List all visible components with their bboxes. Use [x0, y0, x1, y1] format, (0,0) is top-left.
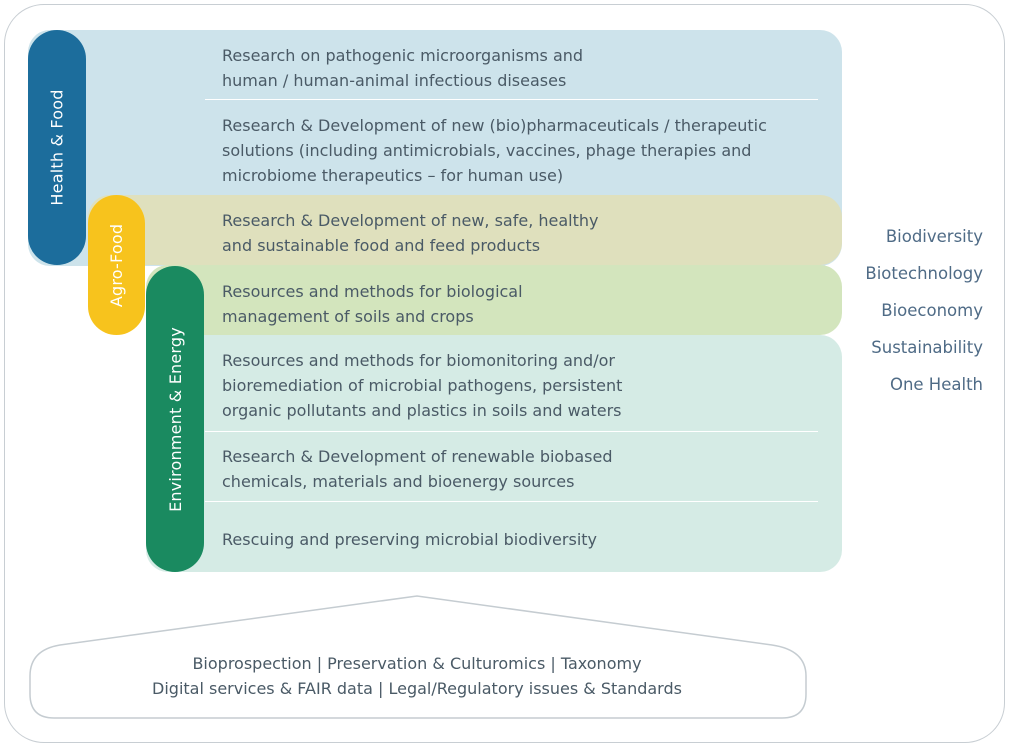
themes-list: Biodiversity Biotechnology Bioeconomy Su… [865, 218, 983, 403]
foundation-outline [29, 595, 807, 719]
agro-food-band [88, 195, 842, 265]
item-line: chemicals, materials and bioenergy sourc… [222, 472, 575, 491]
pillar-agro-food: Agro-Food [88, 195, 145, 335]
theme-one-health: One Health [889, 375, 983, 394]
item-line: management of soils and crops [222, 307, 474, 326]
theme-bioeconomy: Bioeconomy [881, 301, 983, 320]
foundation-line-1: Bioprospection | Preservation & Culturom… [192, 654, 642, 673]
pillar-health-food: Health & Food [28, 30, 86, 265]
item-line: microbiome therapeutics – for human use) [222, 166, 564, 185]
soil-crops-band [146, 265, 842, 335]
item-biodiversity-preservation: Rescuing and preserving microbial biodiv… [222, 527, 597, 552]
item-line: Rescuing and preserving microbial biodiv… [222, 530, 597, 549]
item-line: Research on pathogenic microorganisms an… [222, 46, 584, 65]
item-line: bioremediation of microbial pathogens, p… [222, 376, 623, 395]
item-line: human / human-animal infectious diseases [222, 71, 567, 90]
pillar-environment-energy: Environment & Energy [146, 266, 204, 572]
item-line: Research & Development of new, safe, hea… [222, 211, 599, 230]
theme-biotechnology: Biotechnology [865, 264, 983, 283]
environment-energy-band [146, 335, 842, 572]
item-biopharma-rd: Research & Development of new (bio)pharm… [222, 113, 767, 188]
separator [205, 501, 818, 502]
item-line: Research & Development of new (bio)pharm… [222, 116, 767, 135]
foundation-line-2: Digital services & FAIR data | Legal/Reg… [152, 679, 682, 698]
theme-biodiversity: Biodiversity [885, 227, 983, 246]
foundation-text: Bioprospection | Preservation & Culturom… [30, 651, 804, 701]
item-food-feed-rd: Research & Development of new, safe, hea… [222, 208, 599, 258]
item-line: and sustainable food and feed products [222, 236, 541, 255]
item-line: solutions (including antimicrobials, vac… [222, 141, 752, 160]
item-biomonitoring: Resources and methods for biomonitoring … [222, 348, 622, 423]
theme-sustainability: Sustainability [871, 338, 983, 357]
outer-frame [4, 4, 1005, 743]
separator [205, 431, 818, 432]
item-line: Resources and methods for biological [222, 282, 523, 301]
item-line: Research & Development of renewable biob… [222, 447, 613, 466]
item-pathogenic-research: Research on pathogenic microorganisms an… [222, 43, 583, 93]
separator [205, 99, 818, 100]
item-line: Resources and methods for biomonitoring … [222, 351, 615, 370]
item-line: organic pollutants and plastics in soils… [222, 401, 622, 420]
item-biobased-chemicals: Research & Development of renewable biob… [222, 444, 613, 494]
item-soils-crops: Resources and methods for biological man… [222, 279, 523, 329]
